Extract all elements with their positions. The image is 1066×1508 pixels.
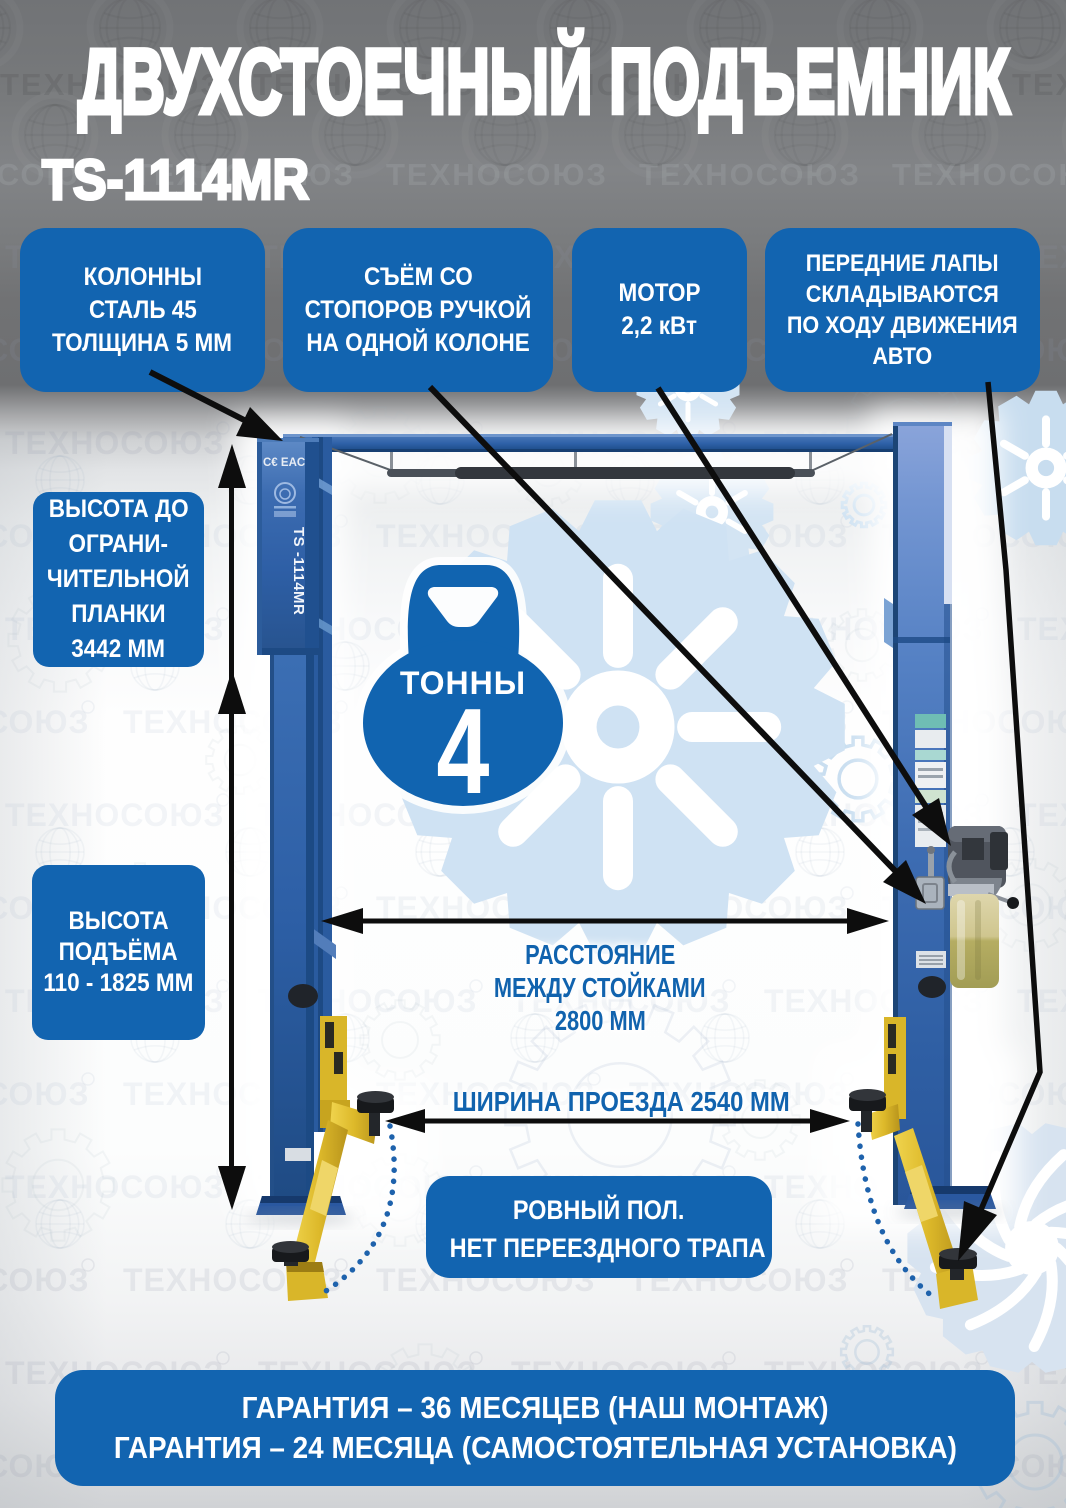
svg-text:ТЕХНОСОЮЗ: ТЕХНОСОЮЗ [0, 704, 89, 740]
svg-text:ТЕХНОСОЮЗ: ТЕХНОСОЮЗ [5, 425, 224, 461]
svg-text:ТЕХНОСОЮЗ: ТЕХНОСОЮЗ [511, 983, 730, 1019]
svg-text:ТЕХНОСОЮЗ: ТЕХНОСОЮЗ [1017, 983, 1066, 1019]
svg-text:ТЕХНОСОЮЗ: ТЕХНОСОЮЗ [1012, 67, 1066, 102]
svg-text:ТЕХНОСОЮЗ: ТЕХНОСОЮЗ [0, 67, 222, 102]
svg-text:TS -1114MR: TS -1114MR [290, 527, 307, 615]
svg-text:ТЕХНОСОЮЗ: ТЕХНОСОЮЗ [639, 157, 861, 192]
svg-text:ТЕХНОСОЮЗ: ТЕХНОСОЮЗ [5, 797, 224, 833]
svg-text:ТЕХНОСОЮЗ: ТЕХНОСОЮЗ [1017, 611, 1066, 647]
svg-text:C€ EAC: C€ EAC [263, 457, 305, 469]
svg-text:ТЕХНОСОЮЗ: ТЕХНОСОЮЗ [386, 157, 608, 192]
svg-text:ТЕХНОСОЮЗ: ТЕХНОСОЮЗ [892, 157, 1066, 192]
svg-text:ТЕХНОСОЮЗ: ТЕХНОСОЮЗ [0, 1076, 89, 1112]
svg-text:ТЕХНОСОЮЗ: ТЕХНОСОЮЗ [759, 67, 981, 102]
svg-text:ТЕХНОСОЮЗ: ТЕХНОСОЮЗ [133, 157, 355, 192]
svg-text:ТЕХНОСОЮЗ: ТЕХНОСОЮЗ [506, 67, 728, 102]
svg-text:ТЕХНОСОЮЗ: ТЕХНОСОЮЗ [5, 1169, 224, 1205]
svg-text:ТЕХНОСОЮЗ: ТЕХНОСОЮЗ [629, 1076, 848, 1112]
svg-text:ТЕХНОСОЮЗ: ТЕХНОСОЮЗ [0, 1262, 89, 1298]
svg-text:ТЕХНОСОЮЗ: ТЕХНОСОЮЗ [253, 67, 475, 102]
svg-text:ТЕХНОСОЮЗ: ТЕХНОСОЮЗ [0, 157, 102, 192]
svg-text:ТОННЫ: ТОННЫ [400, 665, 526, 701]
svg-text:4: 4 [437, 684, 490, 820]
